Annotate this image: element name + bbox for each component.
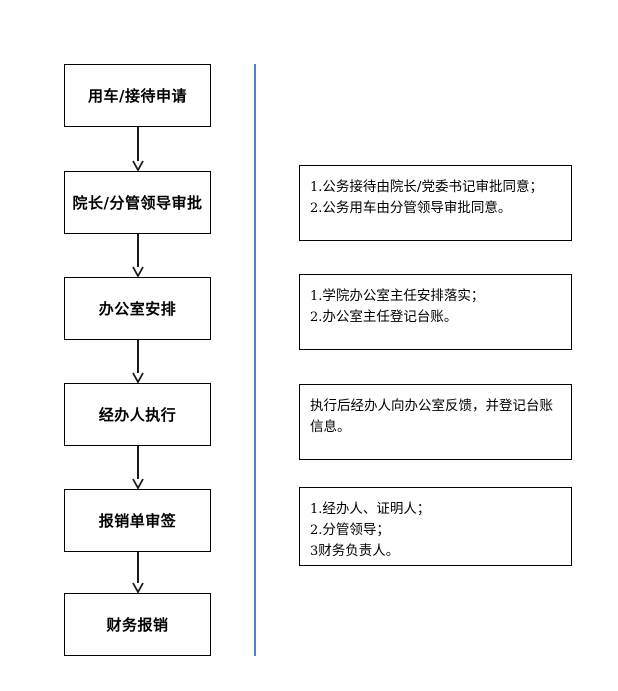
- note-item-text: 分管领导；: [322, 522, 390, 539]
- flow-step-label: 报销单审签: [98, 511, 177, 530]
- note-item-text: 办公室主任登记台账。: [322, 309, 458, 326]
- arrow-head-icon: [132, 372, 144, 383]
- note-line: 1.经办人、证明人；: [310, 499, 563, 520]
- note-item-number: 2.: [310, 523, 323, 539]
- note-item-text: 经办人、证明人；: [322, 501, 431, 517]
- arrow-head-icon: [132, 266, 144, 277]
- flow-step-label: 用车/接待申请: [88, 86, 187, 105]
- flow-step-box-3[interactable]: 办公室安排: [64, 277, 211, 340]
- flow-step-label: 经办人执行: [98, 405, 177, 424]
- arrow-shaft: [137, 127, 139, 161]
- note-line: 执行后经办人向办公室反馈，并登记台账信息。: [310, 396, 563, 438]
- note-line: 2.办公室主任登记台账。: [310, 307, 563, 328]
- note-item-number: 1.: [310, 502, 323, 517]
- flow-arrow-2: [132, 234, 144, 277]
- note-box-3: 执行后经办人向办公室反馈，并登记台账信息。: [299, 384, 572, 460]
- note-line: 3财务负责人。: [310, 541, 563, 562]
- arrow-shaft: [137, 552, 139, 583]
- arrow-shaft: [137, 340, 139, 373]
- flow-step-box-4[interactable]: 经办人执行: [64, 383, 211, 446]
- note-item-number: 2.: [310, 310, 323, 326]
- note-item-number: 3: [310, 544, 319, 560]
- note-box-4: 1.经办人、证明人； 2.分管领导； 3财务负责人。: [299, 487, 572, 566]
- flow-step-label: 办公室安排: [98, 299, 177, 318]
- note-line: 1.公务接待由院长/党委书记审批同意；: [310, 177, 563, 198]
- flow-step-box-2[interactable]: 院长/分管领导审批: [64, 171, 211, 234]
- note-line: 2.公务用车由分管领导审批同意。: [310, 198, 563, 219]
- note-line: 1.学院办公室主任安排落实；: [310, 286, 563, 307]
- note-item-number: 1.: [310, 180, 323, 195]
- column-divider-line: [254, 64, 256, 656]
- flow-step-label: 院长/分管领导审批: [72, 193, 203, 212]
- flow-arrow-5: [132, 552, 144, 593]
- note-box-2: 1.学院办公室主任安排落实； 2.办公室主任登记台账。: [299, 274, 572, 350]
- note-item-text: 学院办公室主任安排落实；: [322, 288, 485, 304]
- flow-arrow-4: [132, 446, 144, 489]
- note-item-number: 1.: [310, 289, 323, 304]
- note-item-text: 公务接待由院长/党委书记审批同意；: [322, 179, 543, 195]
- note-line: 2.分管领导；: [310, 520, 563, 541]
- note-item-text: 财务负责人。: [318, 543, 400, 560]
- flow-step-box-5[interactable]: 报销单审签: [64, 489, 211, 552]
- arrow-shaft: [137, 234, 139, 267]
- flow-arrow-1: [132, 127, 144, 171]
- flow-step-box-1[interactable]: 用车/接待申请: [64, 64, 211, 127]
- note-item-text: 公务用车由分管领导审批同意。: [322, 200, 512, 217]
- arrow-head-icon: [132, 478, 144, 489]
- flow-arrow-3: [132, 340, 144, 383]
- flow-step-box-6[interactable]: 财务报销: [64, 593, 211, 656]
- arrow-shaft: [137, 446, 139, 479]
- note-item-text: 执行后经办人向办公室反馈，并登记台账信息。: [310, 398, 553, 436]
- flow-step-label: 财务报销: [106, 615, 169, 634]
- note-box-1: 1.公务接待由院长/党委书记审批同意； 2.公务用车由分管领导审批同意。: [299, 165, 572, 241]
- arrow-head-icon: [132, 582, 144, 593]
- note-item-number: 2.: [310, 201, 323, 217]
- arrow-head-icon: [132, 160, 144, 171]
